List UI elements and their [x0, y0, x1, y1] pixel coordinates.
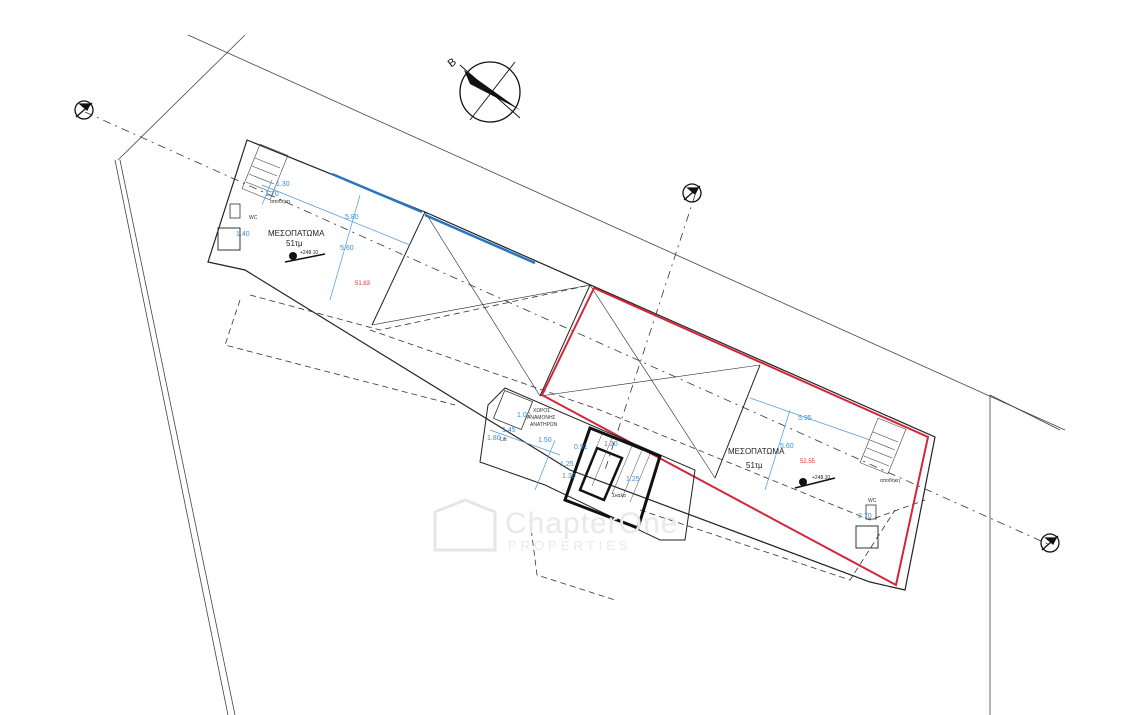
room-name-right: ΜΕΣΟΠΑΤΩΜΑ	[728, 447, 785, 456]
core-dim-125b: 1.25	[626, 476, 640, 483]
section-marker-left	[74, 100, 94, 120]
main-stair	[563, 426, 662, 530]
unit-right: ΜΕΣΟΠΑΤΩΜΑ 51τμ 5.95 5.60 2.70 αποθήκη W…	[728, 397, 907, 549]
area-value-right: 52.55	[800, 459, 816, 465]
watermark: ChapterOne PROPERTIES	[433, 498, 678, 553]
dim-right-width: 5.95	[798, 415, 812, 422]
core-label-3: ΑΝΑΤΗΡΩΝ	[530, 422, 558, 428]
stair-note: Σκάλα	[612, 492, 626, 499]
storage-right: αποθήκη	[880, 477, 900, 484]
glazing	[331, 172, 536, 265]
wc-right: WC	[868, 498, 877, 504]
site-boundary	[114, 34, 1066, 715]
room-area-right: 51τμ	[746, 461, 763, 470]
core: ΧΩΡΟΣ ΑΝΑΜΟΝΗΣ ΑΝΑΤΗΡΩΝ Lift 1.45 1.80 1…	[479, 387, 696, 541]
dim-right-depth: 5.60	[780, 443, 794, 450]
core-dim-150: 1.50	[538, 437, 552, 444]
level-left: +248.10	[300, 250, 318, 256]
area-value-left: 51.63	[355, 281, 371, 287]
core-dim-120: 1.20	[604, 441, 618, 448]
dim-left-130: 1.30	[276, 181, 290, 188]
level-marker-right	[794, 477, 836, 489]
core-dim-180: 1.80	[487, 435, 501, 442]
core-label-1: ΧΩΡΟΣ	[533, 408, 550, 414]
basin-right	[865, 504, 877, 520]
core-dim-125: 1.25	[560, 461, 574, 468]
north-letter: B	[446, 56, 459, 70]
stair-right	[859, 417, 907, 475]
wc-left: WC	[249, 215, 258, 221]
watermark-brand: ChapterOne	[505, 507, 678, 540]
core-dim-100: 1.00	[517, 412, 531, 419]
section-marker-top	[682, 183, 702, 203]
level-right: +248.10	[812, 475, 830, 481]
core-label-2: ΑΝΑΜΟΝΗΣ	[527, 415, 556, 421]
level-marker-left	[284, 252, 326, 263]
wc-fixture-right	[855, 525, 879, 549]
room-area-left: 51τμ	[286, 239, 303, 248]
wc-fixture-left	[217, 227, 241, 251]
section-marker-right	[1040, 533, 1060, 553]
room-name-left: ΜΕΣΟΠΑΤΩΜΑ	[268, 229, 325, 238]
stair-left	[241, 143, 289, 201]
dim-left-140: 1.40	[236, 231, 250, 238]
overhang-outlines	[224, 284, 926, 601]
watermark-sub: PROPERTIES	[508, 538, 632, 553]
lift-shaft	[492, 389, 534, 431]
building-footprint	[207, 139, 936, 591]
storage-left: αποθήκη	[270, 198, 290, 205]
core-dim-091: 0.91	[574, 444, 588, 451]
dim-right-270: 2.70	[858, 513, 872, 520]
dim-left-depth: 5.60	[340, 245, 354, 252]
north-arrow: B	[446, 56, 521, 123]
unit-left: ΜΕΣΟΠΑΤΩΜΑ 51τμ 5.80 5.60 1.30 1.70 1.40…	[217, 143, 411, 301]
dim-left-width: 5.80	[345, 214, 359, 221]
dim-left-170: 1.70	[265, 191, 279, 198]
core-dim-130: 1.30	[562, 473, 576, 480]
basin-left	[229, 203, 241, 219]
highlighted-unit	[540, 286, 930, 587]
section-lines	[84, 111, 1051, 546]
core-dim-145: 1.45	[502, 427, 516, 434]
lift-label: Lift	[500, 437, 507, 443]
